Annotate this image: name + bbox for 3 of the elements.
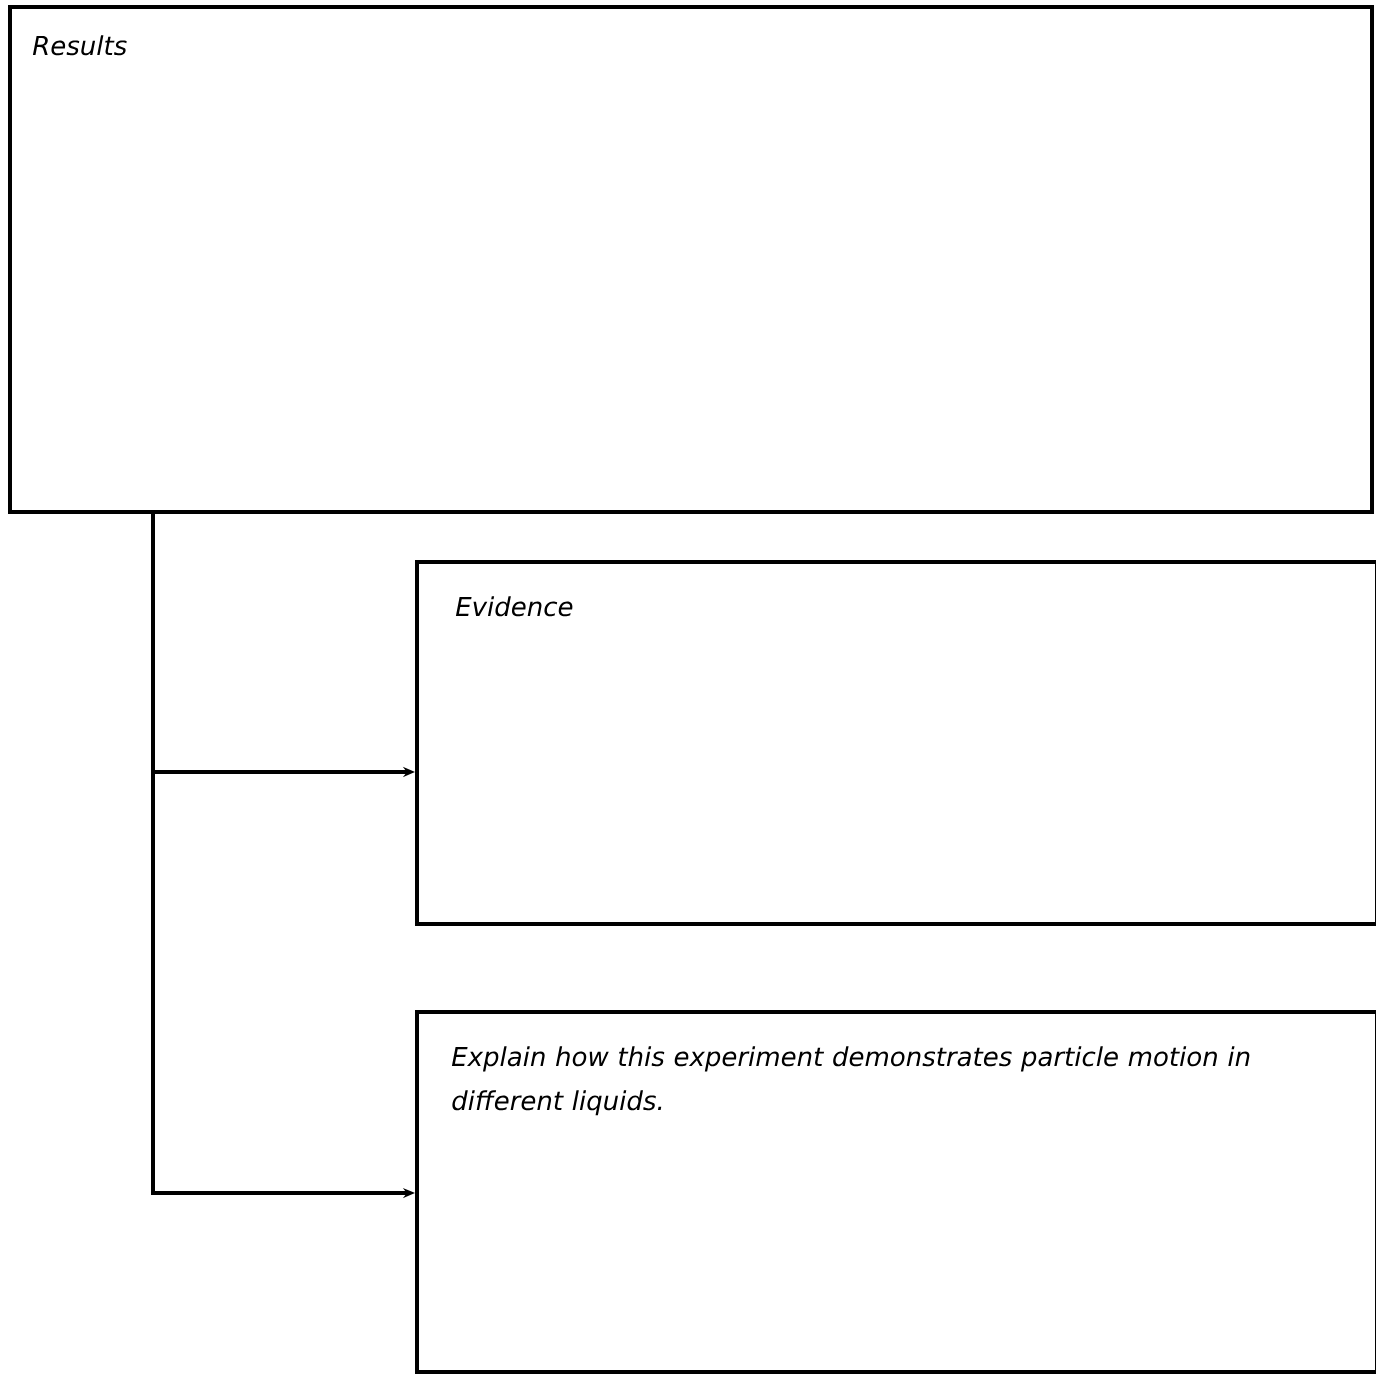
text-box: Explain how this experiment demonstrates particle motion in different liquids.: [415, 1010, 1376, 1374]
text-box: Results: [8, 5, 1374, 514]
text-box: Evidence: [415, 560, 1376, 926]
